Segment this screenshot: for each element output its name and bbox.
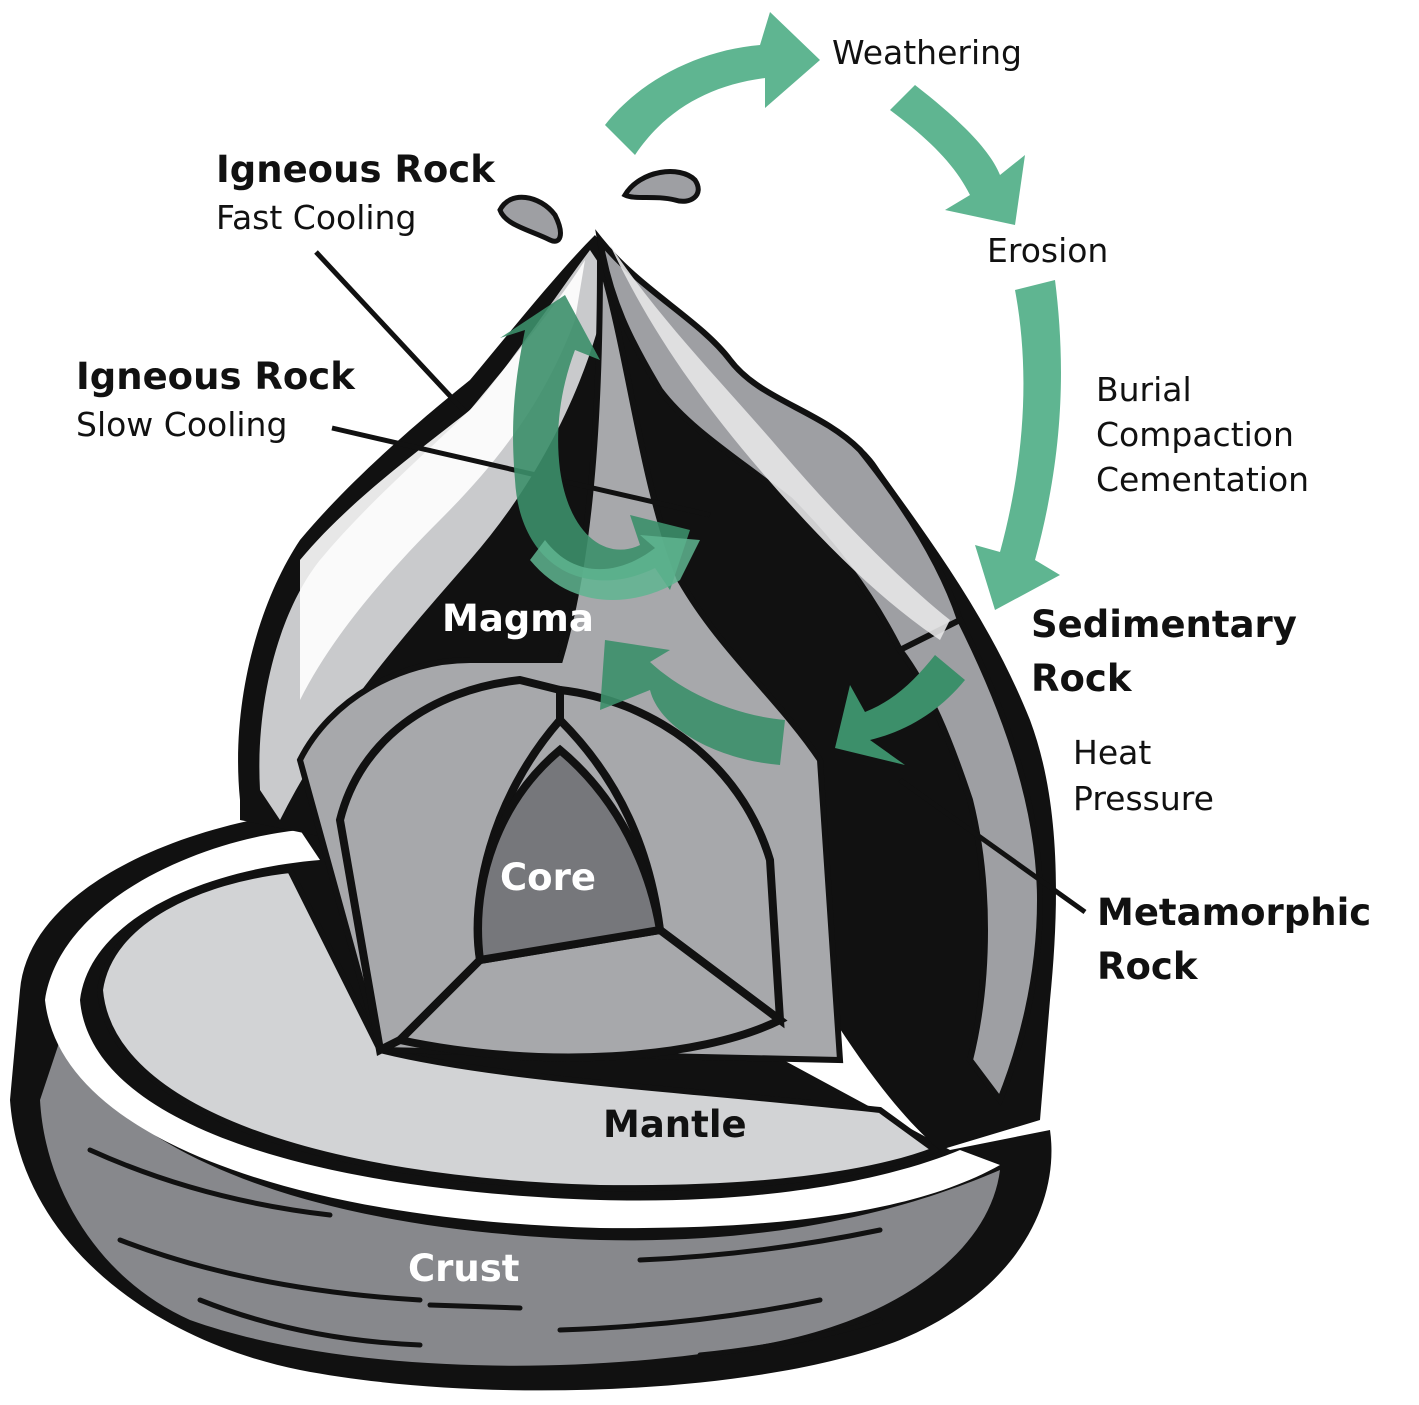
label-erosion: Erosion: [987, 228, 1108, 273]
label-igneous-slow-title: Igneous Rock: [76, 354, 355, 400]
label-igneous-slow-sub: Slow Cooling: [76, 402, 287, 447]
label-compaction: Compaction: [1096, 412, 1294, 457]
arrow-erosion: [890, 85, 1025, 225]
label-burial: Burial: [1096, 367, 1192, 412]
lava-drop-left: [500, 197, 560, 241]
label-igneous-fast-title: Igneous Rock: [216, 147, 495, 193]
label-mantle: Mantle: [603, 1102, 747, 1148]
label-sedimentary-1: Sedimentary: [1031, 602, 1297, 648]
arrow-burial: [975, 280, 1061, 610]
label-igneous-fast-sub: Fast Cooling: [216, 195, 416, 240]
label-cementation: Cementation: [1096, 457, 1309, 502]
lava-drop-right: [625, 172, 698, 202]
label-magma: Magma: [442, 596, 594, 642]
label-metamorphic-1: Metamorphic: [1097, 890, 1371, 936]
label-crust: Crust: [408, 1246, 519, 1292]
label-sedimentary-2: Rock: [1031, 656, 1131, 702]
label-core: Core: [500, 855, 596, 901]
label-metamorphic-2: Rock: [1097, 944, 1197, 990]
label-heat: Heat: [1073, 730, 1151, 775]
label-pressure: Pressure: [1073, 776, 1214, 821]
arrow-weathering: [605, 12, 820, 155]
label-weathering: Weathering: [832, 30, 1022, 75]
